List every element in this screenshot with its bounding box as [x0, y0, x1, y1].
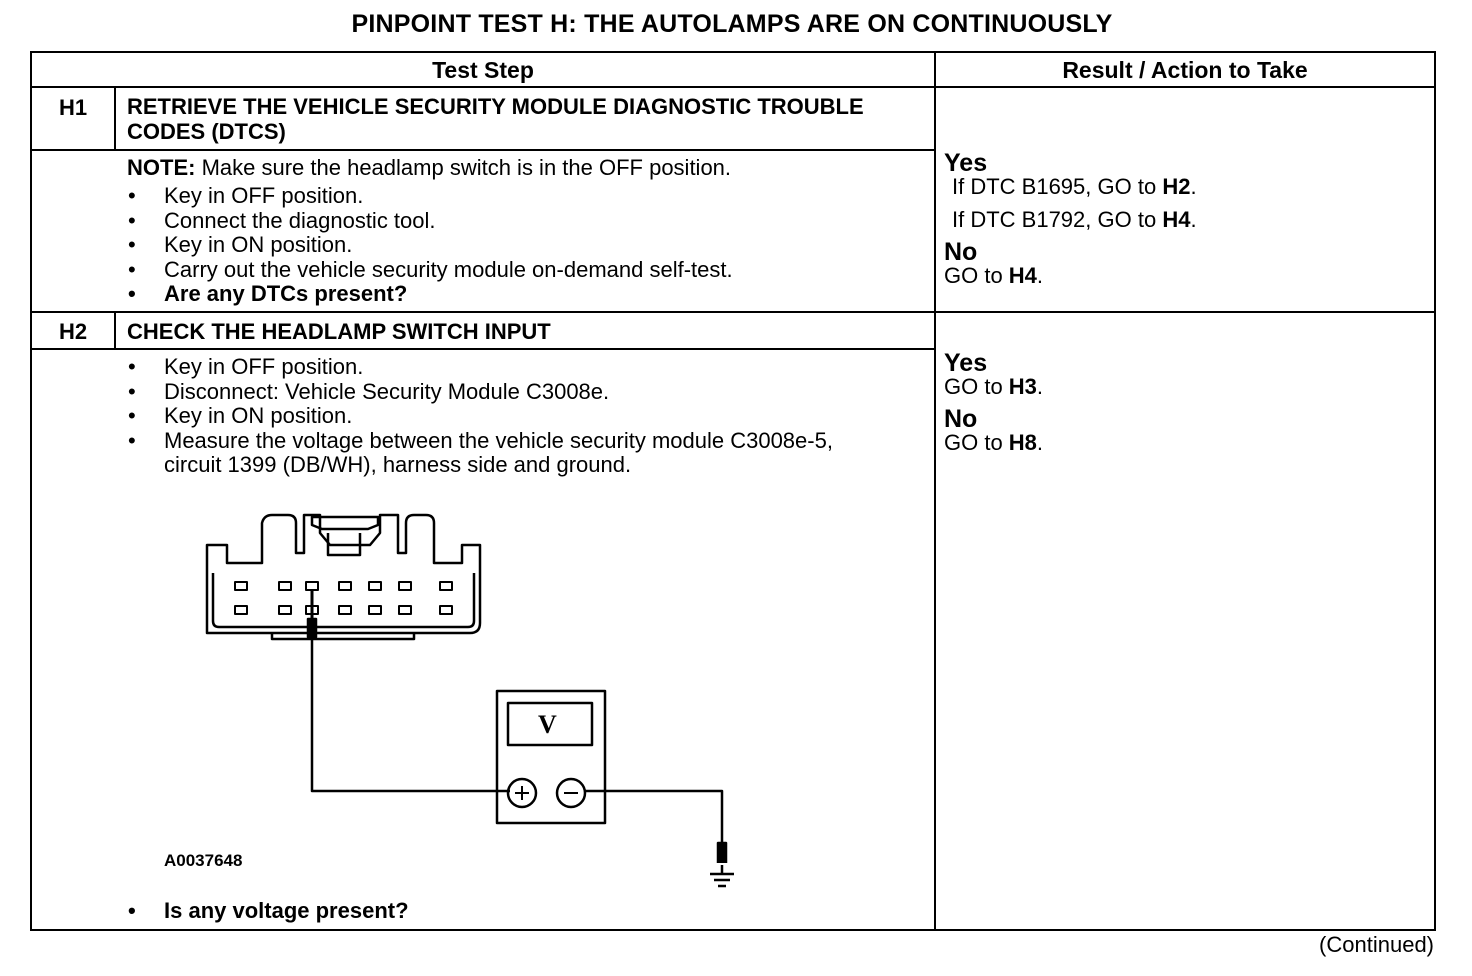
- h2-step-list: Key in OFF position. Disconnect: Vehicle…: [126, 354, 886, 478]
- note-text: Make sure the headlamp switch is in the …: [195, 155, 732, 180]
- step-title-h1: RETRIEVE THE VEHICLE SECURITY MODULE DIA…: [127, 94, 864, 144]
- h1-title-divider: [32, 149, 934, 151]
- list-item: Key in ON position.: [126, 404, 886, 429]
- ground-probe: [716, 841, 728, 863]
- negative-terminal: [555, 777, 587, 809]
- ground-icon: [710, 865, 734, 888]
- h2-id-divider: [114, 313, 116, 349]
- list-item: Key in OFF position.: [126, 183, 733, 209]
- positive-lead-wire: [310, 637, 510, 793]
- step-title-h2: CHECK THE HEADLAMP SWITCH INPUT: [127, 319, 551, 344]
- list-item: Key in OFF position.: [126, 354, 886, 380]
- header-test-step: Test Step: [432, 57, 534, 83]
- h1-step-list: Key in OFF position. Connect the diagnos…: [126, 183, 733, 307]
- connector-outline: [205, 513, 482, 635]
- page-title: PINPOINT TEST H: THE AUTOLAMPS ARE ON CO…: [351, 10, 1113, 38]
- negative-lead-wire: [585, 789, 724, 843]
- figure-id: A0037648: [164, 851, 243, 870]
- h1-no-label: No: [944, 238, 978, 266]
- header-divider: [32, 86, 1434, 88]
- list-item: Measure the voltage between the vehicle …: [126, 428, 844, 478]
- h1-note: NOTE: Make sure the headlamp switch is i…: [127, 155, 731, 180]
- probe-tip: [306, 617, 318, 639]
- voltmeter-body: [495, 689, 607, 825]
- h2-yes-action: GO to H3.: [944, 374, 1044, 399]
- h2-no-action: GO to H8.: [944, 430, 1044, 455]
- positive-terminal: [506, 777, 538, 809]
- step-id-h2: H2: [58, 319, 88, 344]
- h2-no-label: No: [944, 405, 978, 433]
- note-label: NOTE:: [127, 155, 196, 180]
- h2-result: Yes GO to H3. No GO to H8.: [944, 349, 1044, 456]
- h1-id-divider: [114, 88, 116, 150]
- list-item: Carry out the vehicle security module on…: [126, 257, 733, 283]
- step-id-h1: H1: [58, 95, 88, 120]
- list-item: Key in ON position.: [126, 233, 733, 258]
- pinpoint-table: Test Step Result / Action to Take H1 RET…: [30, 51, 1436, 931]
- h1-no-action: GO to H4.: [944, 263, 1044, 288]
- header-result: Result / Action to Take: [1062, 57, 1308, 83]
- h1-question: Are any DTCs present?: [126, 282, 733, 307]
- h1-yes-action-2: If DTC B1792, GO to H4.: [952, 207, 1197, 232]
- h2-question: Is any voltage present?: [126, 898, 409, 924]
- voltmeter-display: [506, 701, 594, 747]
- list-item: Disconnect: Vehicle Security Module C300…: [126, 379, 886, 405]
- meter-label: V: [538, 710, 557, 739]
- continued-label: (Continued): [1319, 932, 1434, 957]
- h2-title-divider: [32, 348, 934, 350]
- h2-yes-label: Yes: [944, 349, 988, 377]
- list-item: Connect the diagnostic tool.: [126, 208, 733, 234]
- h1-row-divider: [32, 311, 1434, 313]
- h1-yes-action-1: If DTC B1695, GO to H2.: [952, 174, 1197, 199]
- column-divider: [934, 53, 936, 929]
- h1-result: Yes If DTC B1695, GO to H2. If DTC B1792…: [944, 149, 1197, 289]
- h1-yes-label: Yes: [944, 149, 988, 177]
- h2-question-list: Is any voltage present?: [126, 898, 409, 924]
- connector-voltmeter-diagram: V: [205, 513, 728, 863]
